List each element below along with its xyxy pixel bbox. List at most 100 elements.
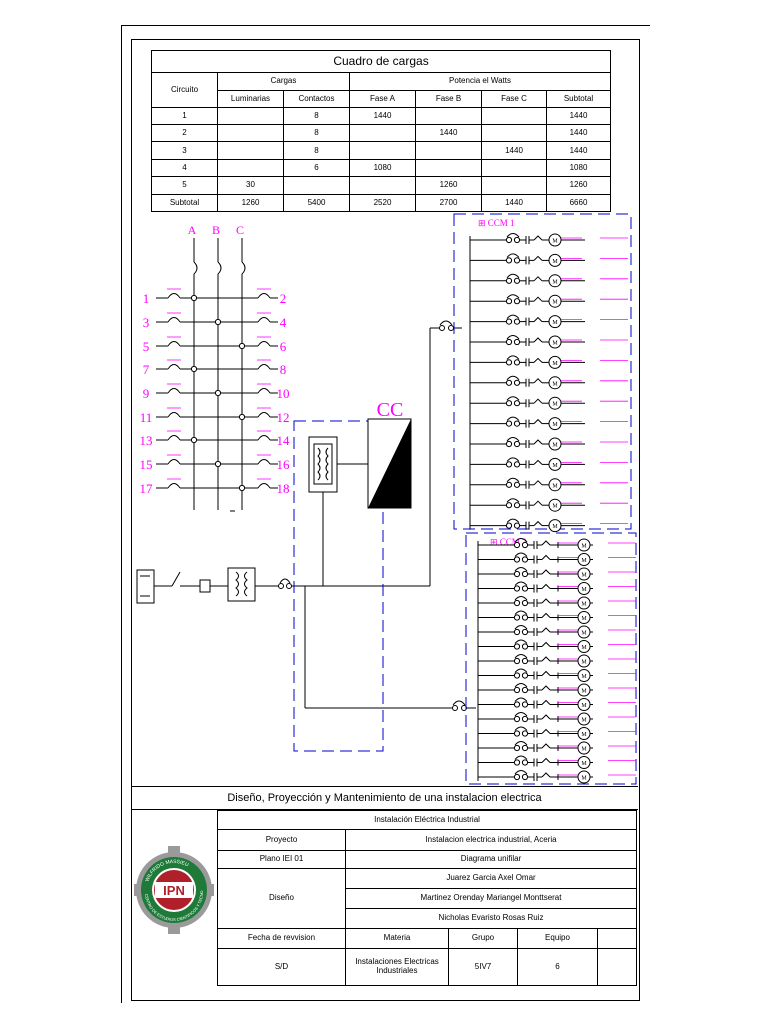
right-breaker: [257, 388, 271, 394]
motor-letter: M: [552, 443, 558, 449]
motor-breaker-contact: [513, 759, 521, 766]
motor-icon: [577, 654, 591, 668]
motor-letter: M: [581, 761, 587, 767]
motor-icon: [548, 478, 562, 492]
left-circuit-number: 9: [143, 386, 150, 401]
tb-fecha-label: Fecha de revvision: [217, 928, 346, 949]
motor-breaker-contact: [505, 338, 513, 346]
tb-designer-1: Juarez Garcia Axel Omar: [344, 868, 638, 889]
header-cargas: Cargas: [217, 71, 350, 92]
motor-breaker-contact: [521, 585, 529, 592]
logo-gear: [134, 846, 214, 934]
motor-breaker: [506, 294, 520, 299]
motor-breaker-contact: [505, 379, 513, 386]
ccm1-contact: [439, 325, 445, 331]
motor-icon: [548, 457, 562, 471]
motor-breaker-contact: [505, 277, 513, 284]
motor-breaker-contact: [513, 643, 521, 650]
left-circuit-number: 5: [143, 339, 150, 354]
title-block-table: Instalación Eléctrica Industrial Proyect…: [216, 810, 638, 986]
right-circuit-number: 4: [280, 315, 287, 330]
motor-breaker: [514, 712, 528, 717]
motor-icon: [548, 335, 562, 349]
motor-breaker: [514, 654, 528, 659]
motor-breaker-contact: [513, 440, 521, 448]
motor-icon: [577, 741, 591, 755]
cell-contactos: 5400: [283, 193, 350, 213]
motor-breaker: [506, 335, 520, 340]
motor-icon: [548, 396, 562, 410]
motor-breaker-contact: [505, 318, 513, 325]
motor-breaker-contact: [513, 318, 521, 325]
feed-breaker: [279, 578, 291, 584]
motor-overload: [533, 520, 543, 526]
motor-breaker-contact: [513, 400, 521, 407]
motor-overload: [533, 439, 543, 445]
motor-icon: [577, 567, 591, 581]
cell-luminarias: 1260: [217, 193, 284, 213]
motor-breaker-contact: [505, 257, 513, 264]
right-breaker: [257, 483, 271, 489]
drawing-border: [131, 39, 640, 1001]
cell-subtotal: 6660: [545, 193, 612, 213]
motor-breaker-contact: [521, 628, 529, 636]
cell-circuito: Subtotal: [151, 193, 218, 213]
phase-main-breaker: [217, 261, 222, 275]
motor-icon: [548, 519, 562, 533]
motor-letter: M: [552, 279, 558, 285]
motor-letter: M: [552, 381, 558, 387]
motor-icon: [548, 253, 562, 267]
motor-breaker-contact: [521, 773, 529, 781]
motor-breaker-contact: [513, 236, 521, 244]
motor-breaker: [506, 233, 520, 238]
motor-breaker-contact: [513, 599, 521, 607]
motor-breaker: [514, 697, 528, 702]
motor-breaker: [514, 538, 528, 543]
motor-breaker: [506, 477, 520, 483]
motor-overload: [533, 357, 543, 363]
motor-letter: M: [552, 504, 558, 510]
page-frame: [121, 25, 650, 1003]
fuse-box: [199, 579, 211, 593]
motor-breaker: [506, 416, 520, 421]
motor-breaker-contact: [513, 730, 521, 737]
cc-coil: [317, 447, 321, 481]
motor-icon: [577, 625, 591, 639]
motor-breaker-contact: [521, 686, 529, 694]
motor-letter: M: [581, 732, 587, 738]
motor-breaker-contact: [521, 730, 529, 737]
motor-letter: M: [552, 422, 558, 428]
motor-breaker: [506, 437, 520, 442]
motor-overload: [541, 670, 551, 676]
motor-icon: [548, 498, 562, 512]
tb-empty-cell: [596, 928, 638, 949]
tb-designer-2: Martinez Orenday Mariangel Monttserat: [344, 888, 638, 909]
motor-icon: [577, 712, 591, 726]
motor-overload: [533, 418, 543, 424]
motor-breaker-contact: [513, 570, 521, 578]
motor-overload: [533, 500, 543, 506]
motor-breaker: [514, 683, 528, 688]
phase-main-breaker: [193, 261, 198, 275]
motor-overload: [533, 398, 543, 404]
motor-breaker: [506, 273, 520, 279]
transformer-coil: [244, 571, 248, 597]
motor-icon: [548, 417, 562, 431]
motor-overload: [541, 714, 551, 720]
motor-breaker-contact: [521, 541, 529, 549]
motor-overload: [541, 641, 551, 647]
ipn-logo: IPN WILFRIDO MASSIEU CENTRO DE ESTUDIOS …: [134, 812, 214, 934]
motor-icon: [577, 698, 591, 711]
motor-letter: M: [581, 544, 587, 550]
motor-icon: [577, 582, 591, 595]
left-breaker: [167, 364, 181, 370]
bus-tap: [214, 318, 222, 326]
motor-overload: [541, 583, 551, 589]
bus-tap: [238, 413, 246, 421]
phase-label-c: C: [236, 223, 244, 237]
motor-icon: [548, 376, 562, 390]
